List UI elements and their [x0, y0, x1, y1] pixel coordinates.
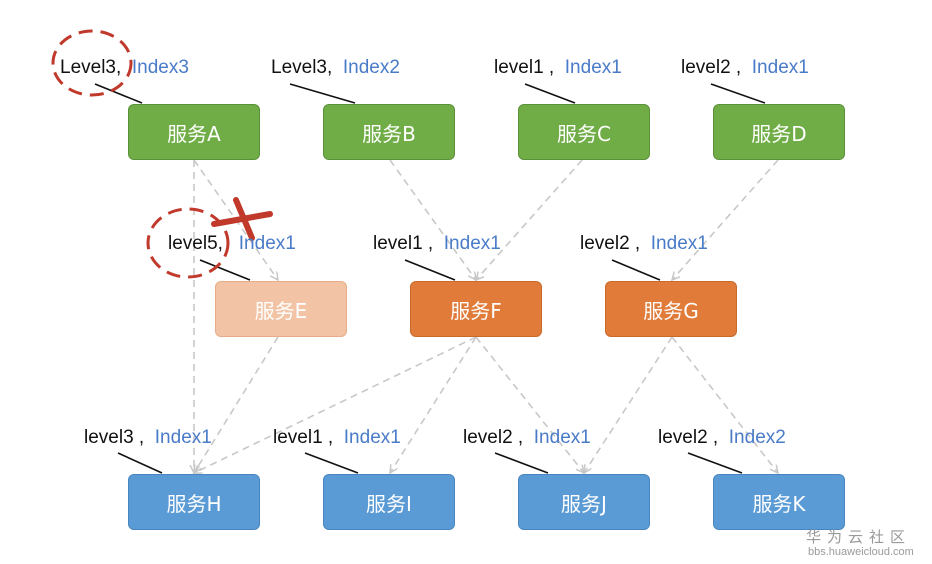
separator-text: , [327, 57, 333, 78]
service-node-i: 服务I [323, 474, 455, 530]
service-node-h: 服务H [128, 474, 260, 530]
edge-b-f [389, 159, 476, 280]
label-b: Level3, Index2 [271, 57, 400, 79]
level-text: level3 [84, 427, 134, 448]
label-g: level2 , Index1 [580, 233, 708, 255]
index-text: Index3 [131, 57, 189, 78]
label-c: level1 , Index1 [494, 57, 622, 79]
index-text: Index2 [728, 427, 786, 448]
level-text: level2 [580, 233, 630, 254]
edge-g-k [671, 336, 778, 473]
separator-text: , [512, 427, 524, 448]
label-a: Level3, Index3 [60, 57, 189, 79]
label-k: level2 , Index2 [658, 427, 786, 449]
edge-e-h [194, 336, 279, 473]
index-text: Index1 [751, 57, 809, 78]
leader-h [117, 452, 163, 474]
service-node-d: 服务D [713, 104, 845, 160]
edge-f-i [390, 336, 477, 473]
separator-text: , [322, 427, 334, 448]
edge-g-j [584, 336, 673, 473]
leader-j [494, 452, 549, 474]
label-i: level1 , Index1 [273, 427, 401, 449]
level-text: level1 [373, 233, 423, 254]
service-node-label: 服务J [561, 491, 607, 516]
label-d: level2 , Index1 [681, 57, 809, 79]
label-f: level1 , Index1 [373, 233, 501, 255]
service-node-label: 服务F [450, 298, 502, 323]
service-node-b: 服务B [323, 104, 455, 160]
index-text: Index1 [238, 233, 296, 254]
edge-f-j [475, 336, 584, 473]
highlight-circle-a [51, 29, 133, 97]
level-text: level5 [168, 233, 218, 254]
separator-text: , [543, 57, 555, 78]
level-text: level2 [658, 427, 708, 448]
edge-d-g [672, 159, 779, 280]
service-node-label: 服务E [254, 298, 308, 323]
index-text: Index1 [650, 233, 708, 254]
service-node-c: 服务C [518, 104, 650, 160]
service-node-j: 服务J [518, 474, 650, 530]
watermark-url: bbs.huaweicloud.com [808, 546, 914, 558]
service-node-f: 服务F [410, 281, 542, 337]
leader-a [94, 83, 143, 104]
index-text: Index2 [342, 57, 400, 78]
service-node-e: 服务E [215, 281, 347, 337]
index-text: Index1 [154, 427, 212, 448]
separator-text: , [730, 57, 742, 78]
service-node-label: 服务H [166, 491, 222, 516]
service-node-a: 服务A [128, 104, 260, 160]
leader-e [199, 259, 251, 281]
cross-mark-icon [211, 197, 273, 241]
separator-text: , [629, 233, 641, 254]
service-node-label: 服务G [643, 298, 699, 323]
service-node-label: 服务D [751, 121, 807, 146]
service-node-label: 服务C [557, 121, 611, 146]
leader-i [304, 452, 359, 474]
level-text: level2 [463, 427, 513, 448]
level-text: Level3 [60, 57, 116, 78]
index-text: Index1 [343, 427, 401, 448]
label-e: level5, Index1 [168, 233, 296, 255]
level-text: level2 [681, 57, 731, 78]
separator-text: , [707, 427, 719, 448]
service-node-g: 服务G [605, 281, 737, 337]
leader-f [404, 259, 456, 281]
highlight-circle-e [146, 207, 230, 279]
service-node-label: 服务B [362, 121, 416, 146]
level-text: Level3 [271, 57, 327, 78]
label-h: level3 , Index1 [84, 427, 212, 449]
service-node-label: 服务K [752, 491, 806, 516]
leader-c [524, 83, 576, 104]
edge-f-h [194, 336, 477, 473]
service-node-label: 服务A [167, 121, 221, 146]
index-text: Index1 [443, 233, 501, 254]
separator-text: , [217, 233, 223, 254]
service-node-label: 服务I [366, 491, 412, 516]
level-text: level1 [494, 57, 544, 78]
watermark-title: 华为云社区 [806, 528, 912, 546]
leader-d [710, 83, 766, 104]
leader-g [611, 259, 661, 281]
leader-k [687, 452, 743, 474]
service-node-k: 服务K [713, 474, 845, 530]
separator-text: , [133, 427, 145, 448]
label-j: level2 , Index1 [463, 427, 591, 449]
leader-b [289, 83, 356, 104]
index-text: Index1 [533, 427, 591, 448]
separator-text: , [116, 57, 122, 78]
level-text: level1 [273, 427, 323, 448]
index-text: Index1 [564, 57, 622, 78]
separator-text: , [422, 233, 434, 254]
edge-c-f [476, 159, 583, 280]
